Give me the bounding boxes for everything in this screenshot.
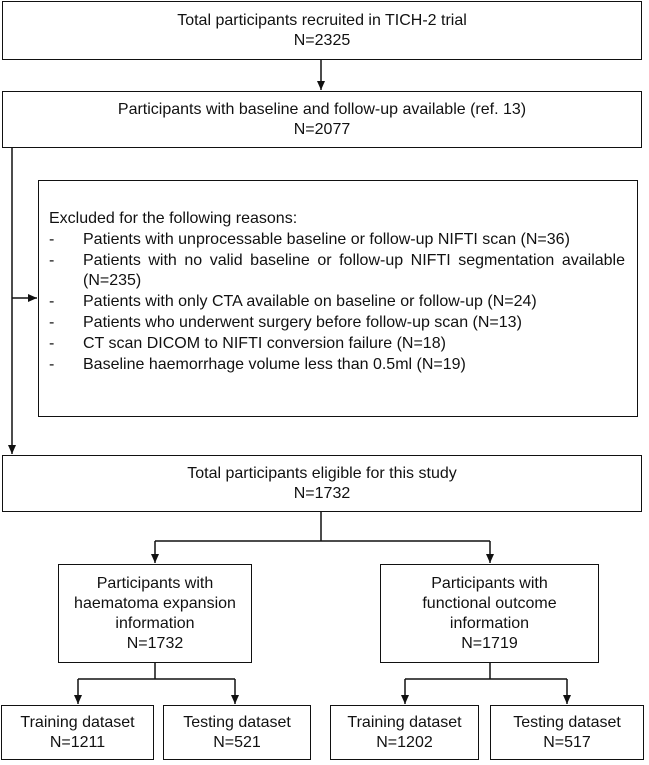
- excluded-reason: CT scan DICOM to NIFTI conversion failur…: [49, 334, 625, 354]
- eligible-title: Total participants eligible for this stu…: [187, 464, 457, 482]
- he-training-count: N=1211: [49, 733, 106, 751]
- functional-line: information: [449, 614, 530, 632]
- haematoma-line: information: [115, 614, 195, 632]
- excluded-reason: Patients with no valid baseline or follo…: [49, 251, 625, 291]
- functional-box: Participants with functional outcome inf…: [380, 564, 599, 663]
- haematoma-line: haematoma expansion: [74, 594, 236, 612]
- fo-testing-box: Testing dataset N=517: [490, 705, 644, 760]
- recruited-title: Total participants recruited in TICH-2 t…: [177, 11, 467, 29]
- excluded-box: Excluded for the following reasons: Pati…: [38, 180, 638, 417]
- fo-training-box: Training dataset N=1202: [330, 705, 479, 760]
- recruited-count: N=2325: [293, 31, 351, 49]
- baseline-followup-title: Participants with baseline and follow-up…: [117, 100, 527, 118]
- excluded-reason: Baseline haemorrhage volume less than 0.…: [49, 355, 625, 375]
- functional-line: Participants with: [431, 574, 548, 592]
- haematoma-line: Participants with: [96, 574, 214, 592]
- fo-testing-title: Testing dataset: [513, 713, 621, 731]
- excluded-reason: Patients who underwent surgery before fo…: [49, 313, 625, 333]
- excluded-reason: Patients with unprocessable baseline or …: [49, 230, 625, 250]
- excluded-reasons-list: Patients with unprocessable baseline or …: [49, 230, 625, 375]
- baseline-followup-count: N=2077: [293, 120, 351, 138]
- fo-testing-count: N=517: [543, 733, 591, 751]
- he-testing-box: Testing dataset N=521: [163, 705, 311, 760]
- he-testing-title: Testing dataset: [183, 713, 291, 731]
- he-training-box: Training dataset N=1211: [1, 705, 154, 760]
- excluded-title: Excluded for the following reasons:: [49, 210, 298, 227]
- haematoma-box: Participants with haematoma expansion in…: [58, 564, 252, 663]
- he-training-title: Training dataset: [20, 713, 135, 731]
- fo-training-count: N=1202: [376, 733, 433, 751]
- functional-count: N=1719: [461, 634, 518, 652]
- excluded-reason: Patients with only CTA available on base…: [49, 292, 625, 312]
- baseline-followup-box: Participants with baseline and follow-up…: [2, 91, 642, 148]
- he-testing-count: N=521: [213, 733, 261, 751]
- recruited-box: Total participants recruited in TICH-2 t…: [2, 1, 642, 60]
- haematoma-count: N=1732: [126, 634, 184, 652]
- fo-training-title: Training dataset: [347, 713, 462, 731]
- eligible-box: Total participants eligible for this stu…: [2, 455, 642, 512]
- functional-line: functional outcome: [422, 594, 557, 612]
- eligible-count: N=1732: [293, 484, 351, 502]
